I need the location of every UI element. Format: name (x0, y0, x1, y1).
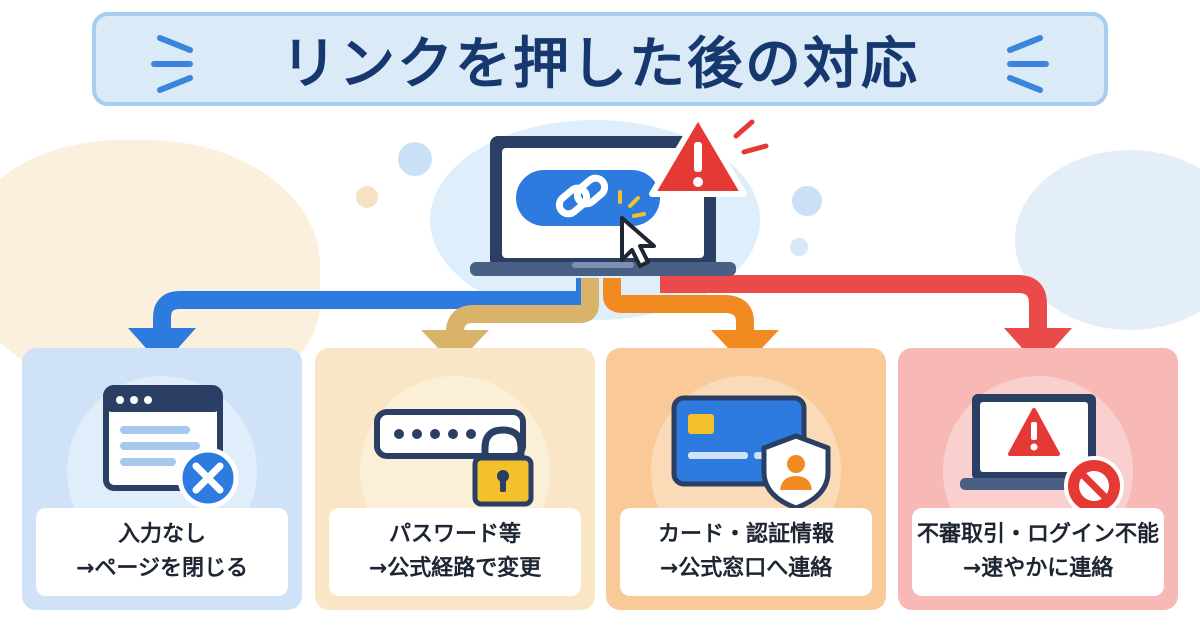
card-title: パスワード等 (388, 522, 521, 547)
password-lock-icon (374, 409, 534, 507)
card-contact-official: カード・認証情報 →公式窓口へ連絡 (606, 348, 886, 610)
bg-dot-3 (792, 186, 822, 216)
credit-card-shield-icon (671, 395, 831, 511)
laptop-warning-prohibited-icon (960, 394, 1124, 516)
card-action: →公式窓口へ連絡 (659, 556, 833, 581)
card-close-page: 入力なし →ページを閉じる (22, 348, 302, 610)
page-title: リンクを押した後の対応 (281, 31, 919, 97)
bg-dot-2 (356, 186, 378, 208)
laptop-link-warning-icon (470, 113, 769, 276)
card-label: パスワード等 →公式経路で変更 (329, 508, 581, 596)
chain-link-icon (555, 174, 609, 218)
title-sparkle-right (1007, 35, 1049, 93)
title-sparkle-left (151, 35, 193, 93)
card-label: カード・認証情報 →公式窓口へ連絡 (620, 508, 872, 596)
card-action: →ページを閉じる (76, 556, 248, 581)
click-spark-icon (618, 190, 646, 218)
alert-rays-icon (733, 119, 769, 155)
card-action: →速やかに連絡 (962, 556, 1114, 581)
warning-triangle-icon (649, 113, 747, 197)
card-label: 不審取引・ログイン不能 →速やかに連絡 (912, 508, 1164, 596)
card-title: カード・認証情報 (657, 522, 834, 547)
card-title: 入力なし (117, 522, 206, 547)
arrow-blue-head (128, 328, 196, 366)
card-action: →公式経路で変更 (368, 556, 542, 581)
arrow-red (660, 275, 1047, 332)
mouse-cursor-icon (620, 216, 656, 268)
bg-dot-4 (790, 238, 808, 256)
card-label: 入力なし →ページを閉じる (36, 508, 288, 596)
card-contact-immediately: 不審取引・ログイン不能 →速やかに連絡 (898, 348, 1178, 610)
card-title: 不審取引・ログイン不能 (916, 522, 1159, 547)
card-change-password: パスワード等 →公式経路で変更 (315, 348, 595, 610)
arrow-orange (603, 278, 754, 334)
arrow-tan (446, 278, 599, 341)
bg-dot-1 (398, 142, 432, 176)
arrow-red-head (1004, 328, 1072, 366)
browser-window-close-icon (103, 385, 239, 509)
title-banner: リンクを押した後の対応 (92, 12, 1108, 106)
